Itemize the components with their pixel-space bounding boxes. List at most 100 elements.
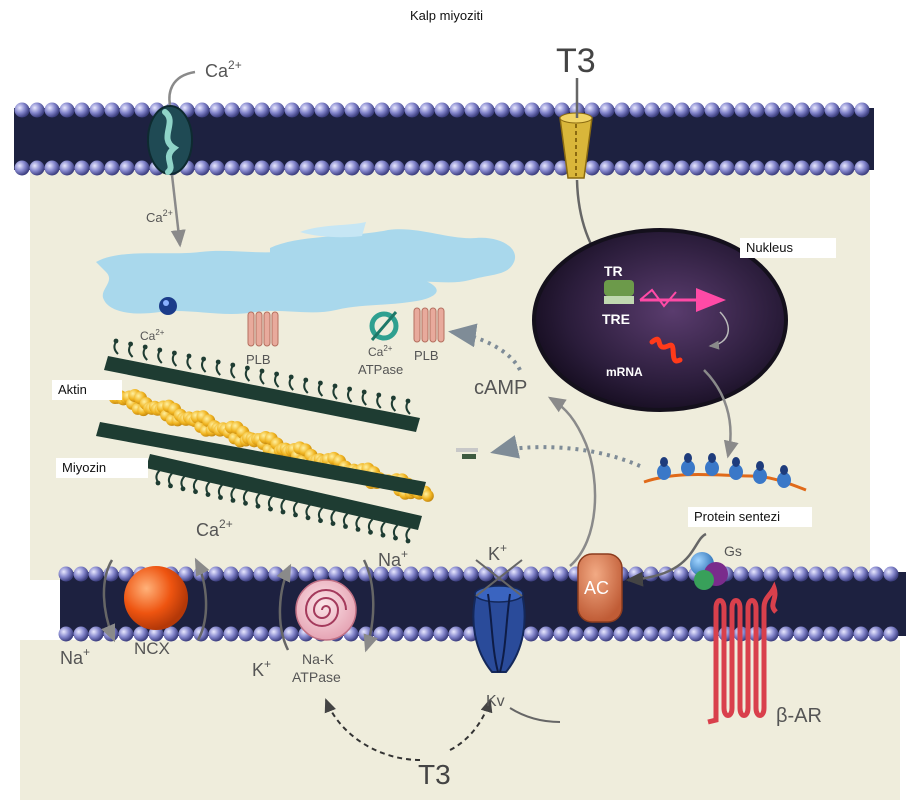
lipid-head xyxy=(825,161,840,176)
lipid-head xyxy=(120,161,135,176)
lipid-head xyxy=(645,161,660,176)
lipid-head xyxy=(795,103,810,118)
lipid-head xyxy=(525,161,540,176)
lipid-head xyxy=(299,567,314,582)
lipid-head xyxy=(735,103,750,118)
lipid-head xyxy=(240,103,255,118)
lipid-head xyxy=(855,103,870,118)
lipid-head xyxy=(869,567,884,582)
lipid-head xyxy=(209,567,224,582)
lipid-head xyxy=(30,161,45,176)
lipid-head xyxy=(315,103,330,118)
lipid-head xyxy=(599,627,614,642)
lipid-head xyxy=(45,161,60,176)
lipid-head xyxy=(645,103,660,118)
lipid-head xyxy=(330,103,345,118)
lipid-head xyxy=(255,161,270,176)
ca-ion-sr xyxy=(159,297,177,315)
lipid-head xyxy=(765,161,780,176)
myosin-head-tip xyxy=(168,484,173,489)
lipid-head xyxy=(420,103,435,118)
myosin-head-tip xyxy=(362,390,367,395)
lipid-head xyxy=(780,161,795,176)
lipid-head xyxy=(840,161,855,176)
nak-line1-label: Na-K xyxy=(302,651,335,667)
lower-outer-background xyxy=(20,640,900,800)
lipid-head xyxy=(735,161,750,176)
lipid-head xyxy=(675,161,690,176)
lipid-head xyxy=(480,103,495,118)
lipid-head xyxy=(225,103,240,118)
lipid-head xyxy=(689,627,704,642)
lipid-head xyxy=(705,103,720,118)
actin-bead xyxy=(422,490,434,502)
lipid-head xyxy=(884,567,899,582)
lipid-head xyxy=(810,103,825,118)
beta-ar-label: β-AR xyxy=(776,705,822,727)
ncx-label: NCX xyxy=(134,639,170,658)
lipid-head xyxy=(255,103,270,118)
lipid-head xyxy=(434,627,449,642)
calcium-channel-top xyxy=(148,106,192,174)
myosin-head-tip xyxy=(406,399,411,404)
lipid-head xyxy=(195,103,210,118)
lipid-head xyxy=(59,567,74,582)
tre-label: TRE xyxy=(602,311,630,327)
myosin-head-tip xyxy=(206,492,211,497)
top-membrane xyxy=(14,103,874,176)
lipid-head xyxy=(135,103,150,118)
gs-label: Gs xyxy=(724,543,742,559)
lipid-head xyxy=(239,627,254,642)
lipid-head xyxy=(810,161,825,176)
lipid-head xyxy=(779,567,794,582)
lipid-head xyxy=(344,567,359,582)
ac-label: AC xyxy=(584,578,609,598)
lipid-head xyxy=(285,161,300,176)
myosin-head-tip xyxy=(193,489,198,494)
lipid-head xyxy=(75,161,90,176)
lipid-head xyxy=(690,103,705,118)
lipid-head xyxy=(539,567,554,582)
plb-left-label: PLB xyxy=(246,352,271,367)
plb-right-label: PLB xyxy=(414,348,439,363)
lipid-head xyxy=(179,627,194,642)
lipid-head xyxy=(105,161,120,176)
lipid-head xyxy=(779,627,794,642)
lipid-head xyxy=(809,567,824,582)
lipid-head xyxy=(495,161,510,176)
myosin-head-tip xyxy=(157,348,162,353)
lipid-head xyxy=(360,161,375,176)
lipid-head xyxy=(270,103,285,118)
atpase-label: ATPase xyxy=(358,362,403,377)
lipid-head xyxy=(794,627,809,642)
lipid-head xyxy=(629,627,644,642)
lipid-head xyxy=(224,627,239,642)
ribosome-subunit xyxy=(708,453,716,463)
lipid-head xyxy=(630,161,645,176)
lipid-head xyxy=(135,161,150,176)
lipid-head xyxy=(495,103,510,118)
lipid-head xyxy=(839,567,854,582)
myosin-head-tip xyxy=(143,345,148,350)
lipid-head xyxy=(614,627,629,642)
lipid-head xyxy=(510,103,525,118)
lipid-head xyxy=(750,103,765,118)
kv-label: Kv xyxy=(486,693,505,710)
t3-bottom-label: T3 xyxy=(418,759,451,790)
lipid-head xyxy=(345,103,360,118)
lipid-head xyxy=(419,567,434,582)
lipid-head xyxy=(270,161,285,176)
lipid-head xyxy=(375,103,390,118)
myosin-head-tip xyxy=(393,536,398,541)
lipid-head xyxy=(465,161,480,176)
myosin-head-tip xyxy=(343,524,348,529)
myosin-head-tip xyxy=(268,507,273,512)
lipid-head xyxy=(764,567,779,582)
lipid-head xyxy=(89,567,104,582)
camp-label: cAMP xyxy=(474,377,527,399)
lipid-head xyxy=(854,627,869,642)
myosin-head-tip xyxy=(406,539,411,544)
title-label: Kalp miyoziti xyxy=(404,6,576,32)
lipid-head xyxy=(210,103,225,118)
